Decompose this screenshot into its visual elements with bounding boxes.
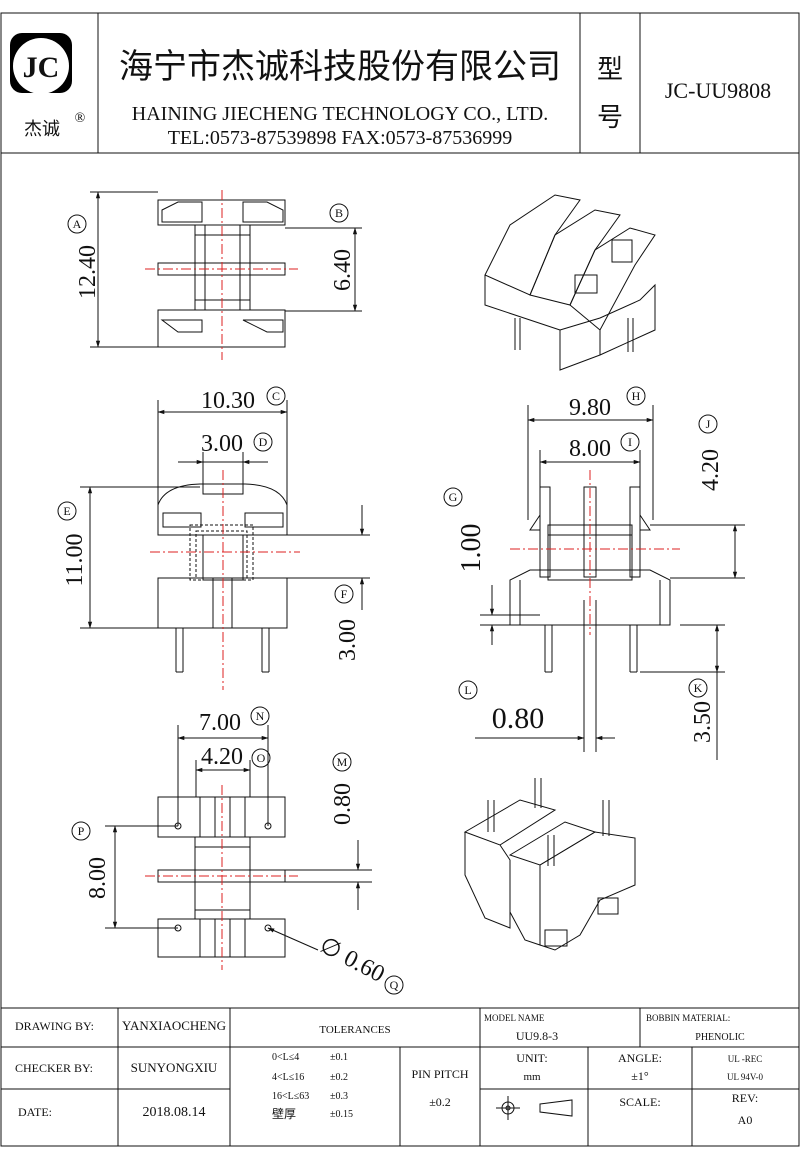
dim-p-value: 8.00 xyxy=(85,857,111,899)
company-contact: TEL:0573-87539898 FAX:0573-87536999 xyxy=(168,127,513,149)
tag-k: K xyxy=(694,681,703,695)
dim-l-value: 0.80 xyxy=(492,702,545,735)
checker-by-label: CHECKER BY: xyxy=(15,1061,93,1075)
pin-pitch-tol: ±0.2 xyxy=(429,1095,451,1109)
title-block-text: DRAWING BY: YANXIAOCHENG CHECKER BY: SUN… xyxy=(15,1013,764,1127)
tag-p: P xyxy=(78,824,85,838)
tag-e: E xyxy=(63,504,70,518)
scale-label: SCALE: xyxy=(619,1095,660,1109)
rev-value: A0 xyxy=(738,1113,753,1127)
tag-m: M xyxy=(337,755,348,769)
dim-e-value: 11.00 xyxy=(62,533,88,586)
angle-label: ANGLE: xyxy=(618,1051,662,1065)
tag-h: H xyxy=(632,389,641,403)
registered-mark: ® xyxy=(75,111,86,126)
company-name-cn: 海宁市杰诚科技股份有限公司 xyxy=(119,48,561,86)
dim-k-value: 3.50 xyxy=(690,701,716,743)
logo-brand-cn: 杰诚 xyxy=(24,119,60,139)
tol-value-3: ±0.15 xyxy=(330,1109,353,1120)
ul-94: UL 94V-0 xyxy=(727,1072,764,1082)
model-name-value: UU9.8-3 xyxy=(516,1029,558,1043)
dim-c-value: 10.30 xyxy=(201,388,255,414)
dim-a-value: 12.40 xyxy=(75,245,101,299)
ul-rec: UL -REC xyxy=(728,1054,762,1064)
tag-a: A xyxy=(73,217,82,231)
tolerances-label: TOLERANCES xyxy=(319,1024,390,1036)
dim-g-value: 1.00 xyxy=(456,524,487,573)
tol-range-1: 4<L≤16 xyxy=(272,1072,304,1083)
logo-text: JC xyxy=(23,51,60,84)
bobbin-material-label: BOBBIN MATERIAL: xyxy=(646,1013,730,1023)
isometric-view-bottom xyxy=(463,778,636,951)
tag-q: Q xyxy=(390,978,399,992)
tol-range-0: 0<L≤4 xyxy=(272,1052,299,1063)
tol-value-1: ±0.2 xyxy=(330,1072,348,1083)
dimension-tags xyxy=(57,203,718,995)
pin-pitch-label: PIN PITCH xyxy=(411,1067,468,1081)
tol-value-0: ±0.1 xyxy=(330,1052,348,1063)
dimension-tag-letters: A B C D E F G H I J K L M N O P Q xyxy=(63,206,710,992)
bobbin-material-value: PHENOLIC xyxy=(695,1032,745,1043)
tag-i: I xyxy=(628,435,632,449)
tag-f: F xyxy=(341,587,348,601)
checker-by-value: SUNYONGXIU xyxy=(131,1060,218,1075)
tag-j: J xyxy=(706,417,711,431)
tag-g: G xyxy=(449,490,458,504)
drawing-by-label: DRAWING BY: xyxy=(15,1019,94,1033)
side-view xyxy=(475,405,745,760)
tag-o: O xyxy=(257,751,266,765)
tag-c: C xyxy=(272,389,280,403)
dim-f-value: 3.00 xyxy=(335,619,361,661)
model-label-2: 号 xyxy=(597,103,623,132)
company-name-en: HAINING JIECHENG TECHNOLOGY CO., LTD. xyxy=(132,103,548,125)
tol-value-2: ±0.3 xyxy=(330,1091,348,1102)
header xyxy=(0,12,800,154)
bottom-view xyxy=(105,725,372,970)
tag-n: N xyxy=(256,709,265,723)
dim-h-value: 9.80 xyxy=(569,395,611,421)
dim-o-value: 4.20 xyxy=(201,744,243,770)
date-value: 2018.08.14 xyxy=(143,1105,206,1120)
dim-q-value: 0.60 xyxy=(339,945,388,988)
unit-value: mm xyxy=(523,1071,541,1083)
dim-d-value: 3.00 xyxy=(201,431,243,457)
model-number: JC-UU9808 xyxy=(665,78,771,103)
tol-range-3: 壁厚 xyxy=(272,1106,296,1121)
top-view xyxy=(90,190,362,360)
angle-value: ±1° xyxy=(631,1069,649,1083)
tag-d: D xyxy=(259,435,268,449)
dim-n-value: 7.00 xyxy=(199,710,241,736)
tag-l: L xyxy=(464,683,471,697)
dim-q-prefix: ∅ xyxy=(315,932,346,965)
date-label: DATE: xyxy=(18,1105,52,1119)
tol-range-2: 16<L≤63 xyxy=(272,1091,309,1102)
dim-m-value: 0.80 xyxy=(330,783,356,825)
rev-label: REV: xyxy=(732,1091,758,1105)
drawing-by-value: YANXIAOCHENG xyxy=(122,1018,226,1033)
dimension-labels: 12.40 6.40 10.30 3.00 11.00 3.00 1.00 9.… xyxy=(62,245,724,988)
tag-b: B xyxy=(335,206,343,220)
unit-label: UNIT: xyxy=(516,1051,547,1065)
dim-i-value: 8.00 xyxy=(569,436,611,462)
model-label-1: 型 xyxy=(597,55,623,84)
front-view xyxy=(80,400,370,690)
dim-b-value: 6.40 xyxy=(330,249,356,291)
dim-j-value: 4.20 xyxy=(698,449,724,491)
title-block xyxy=(0,1007,800,1147)
company-logo: JC 杰诚 ® xyxy=(10,33,86,139)
isometric-view-top xyxy=(484,194,656,371)
model-name-label: MODEL NAME xyxy=(484,1013,545,1023)
